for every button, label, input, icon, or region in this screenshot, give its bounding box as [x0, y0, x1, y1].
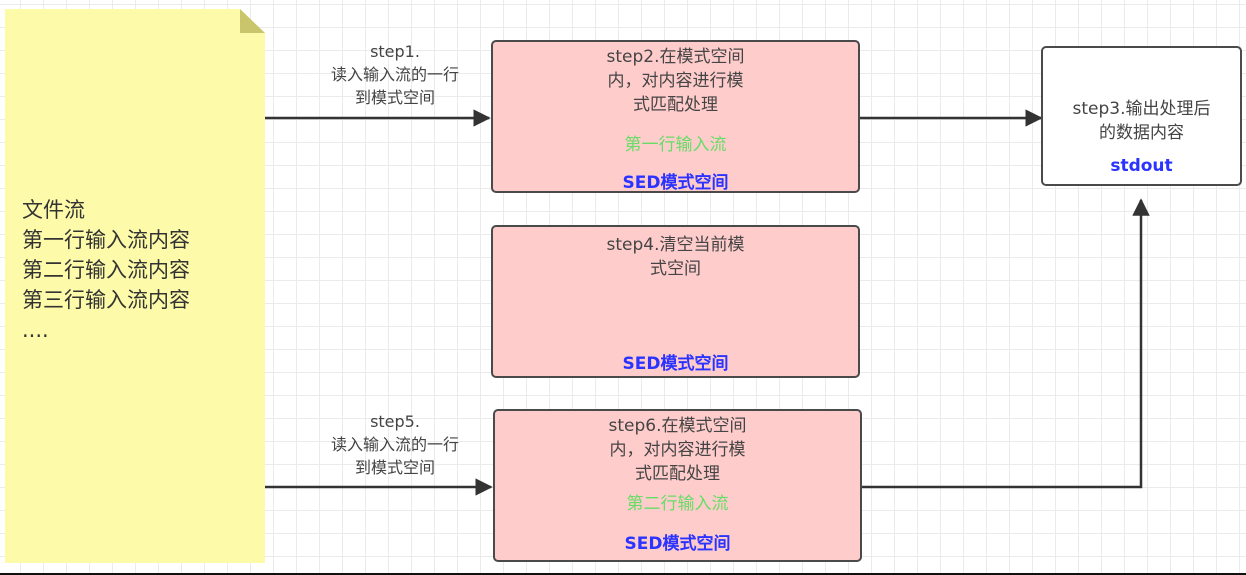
step1-label-line-1: step1.: [370, 42, 420, 61]
step2-text-line-1: step2.在模式空间: [606, 47, 745, 67]
step5-label-line-3: 到模式空间: [354, 458, 435, 477]
step5-label: step5. 读入输入流的一行 到模式空间: [295, 410, 495, 479]
step1-label-line-2: 读入输入流的一行: [330, 65, 459, 84]
step1-label: step1. 读入输入流的一行 到模式空间: [295, 40, 495, 109]
step6-sed-space-label: SED模式空间: [624, 534, 731, 554]
step3-text-line-2: 的数据内容: [1099, 123, 1184, 143]
step4-sed-space-label: SED模式空间: [622, 354, 729, 374]
bottom-border: [0, 573, 1246, 575]
step4-text-line-2: 式空间: [650, 259, 701, 279]
step1-label-line-3: 到模式空间: [354, 88, 435, 107]
step2-sed-space-label: SED模式空间: [622, 173, 729, 193]
step5-label-line-2: 读入输入流的一行: [330, 435, 459, 454]
note-line-1: 第一行输入流内容: [22, 228, 190, 252]
step6-text-line-2: 内，对内容进行模: [609, 440, 746, 460]
step4-text-line-1: step4.清空当前模: [606, 235, 745, 255]
step6-pattern-space-box[interactable]: step6.在模式空间 内，对内容进行模 式匹配处理 第二行输入流 SED模式空…: [493, 409, 862, 562]
step2-pattern-space-box[interactable]: step2.在模式空间 内，对内容进行模 式匹配处理 第一行输入流 SED模式空…: [491, 40, 860, 193]
step3-text-line-1: step3.输出处理后: [1072, 99, 1211, 119]
note-line-3: 第三行输入流内容: [22, 288, 190, 312]
file-stream-text: 文件流 第一行输入流内容 第二行输入流内容 第三行输入流内容 ....: [22, 195, 190, 345]
step2-text-line-3: 式匹配处理: [633, 95, 718, 115]
step6-content-label: 第二行输入流: [626, 494, 729, 514]
step5-label-line-1: step5.: [370, 412, 420, 431]
file-stream-note[interactable]: [5, 9, 265, 563]
note-ellipsis: ....: [22, 318, 49, 342]
stdout-label: stdout: [1110, 156, 1173, 176]
step3-stdout-box[interactable]: step3.输出处理后 的数据内容 stdout: [1041, 46, 1242, 186]
step2-text-line-2: 内，对内容进行模: [607, 71, 744, 91]
note-line-2: 第二行输入流内容: [22, 258, 190, 282]
step6-text-line-3: 式匹配处理: [635, 464, 720, 484]
step4-clear-space-box[interactable]: step4.清空当前模 式空间 SED模式空间: [491, 225, 860, 378]
arrow-step6-to-step3[interactable]: [862, 198, 1150, 489]
step6-text-line-1: step6.在模式空间: [608, 416, 747, 436]
step2-content-label: 第一行输入流: [624, 135, 727, 155]
note-title: 文件流: [22, 198, 85, 222]
